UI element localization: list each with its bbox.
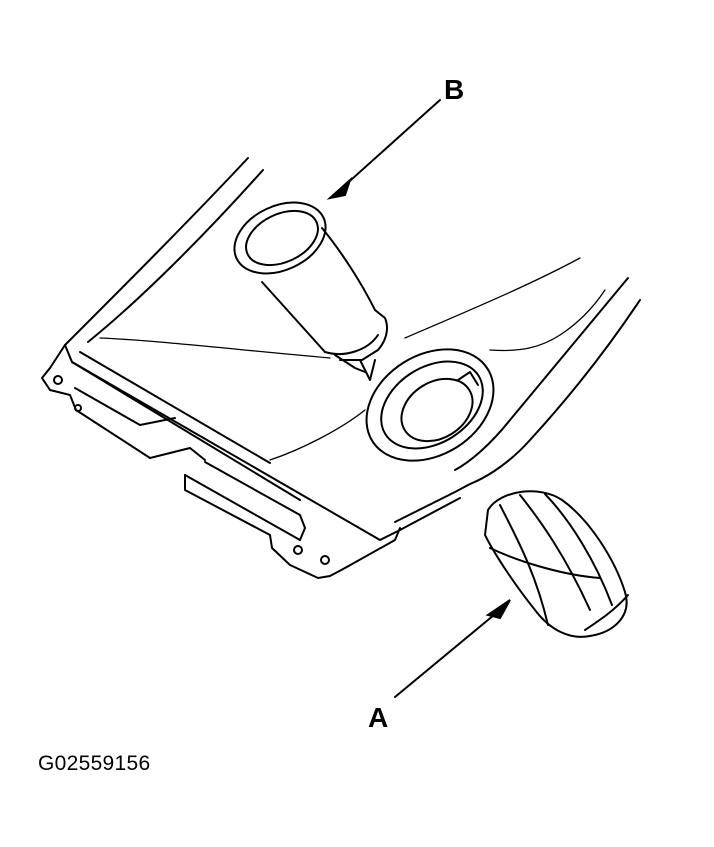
callout-label-b: B [444, 74, 465, 105]
lighter-socket [365, 348, 495, 462]
console-panel [41, 157, 641, 579]
socket-sleeve-b [233, 201, 388, 381]
lighter-knob-a [484, 490, 629, 638]
callout-arrow-b [326, 99, 441, 200]
callout-label-a: A [368, 702, 389, 733]
callout-arrow-a [394, 599, 511, 698]
figure-id: G02559156 [38, 752, 151, 775]
